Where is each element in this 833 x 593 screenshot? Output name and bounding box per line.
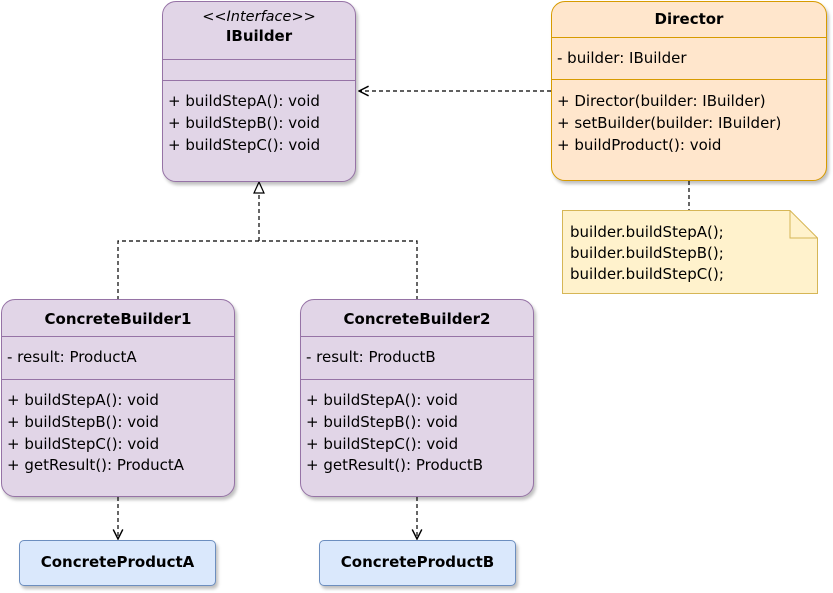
- builder1-realization-line: [117, 240, 259, 300]
- director-field: - builder: IBuilder: [557, 49, 687, 67]
- concrete-product-b[interactable]: ConcreteProductB: [319, 540, 516, 586]
- director-class[interactable]: Director - builder: IBuilder + Director(…: [551, 1, 827, 181]
- ibuilder-stereotype: <<Interface>>: [202, 9, 316, 25]
- director-name: Director: [654, 10, 724, 28]
- realization-triangle-icon: [253, 180, 265, 194]
- divider: [301, 336, 533, 337]
- note-line: builder.buildStepC();: [570, 265, 724, 283]
- divider: [2, 379, 234, 380]
- note-shape: [562, 210, 818, 294]
- ibuilder-header: <<Interface>> IBuilder: [163, 2, 355, 46]
- builder1-method: + getResult(): ProductA: [7, 456, 185, 474]
- divider: [2, 336, 234, 337]
- director-note[interactable]: builder.buildStepA(); builder.buildStepB…: [562, 210, 818, 294]
- divider: [552, 37, 826, 38]
- builder1-method: + buildStepC(): void: [7, 435, 160, 453]
- ibuilder-class[interactable]: <<Interface>> IBuilder + buildStepA(): v…: [162, 1, 356, 182]
- builder2-field: - result: ProductB: [306, 348, 436, 366]
- product-b-name: ConcreteProductB: [340, 553, 495, 571]
- builder2-name: ConcreteBuilder2: [343, 310, 491, 328]
- builder2-method: + getResult(): ProductB: [306, 456, 484, 474]
- divider: [163, 80, 355, 81]
- concrete-product-a[interactable]: ConcreteProductA: [19, 540, 216, 586]
- divider: [163, 59, 355, 60]
- builder2-method: + buildStepA(): void: [306, 391, 458, 409]
- director-method: + buildProduct(): void: [557, 136, 722, 154]
- ibuilder-method: + buildStepC(): void: [168, 136, 321, 154]
- director-method: + setBuilder(builder: IBuilder): [557, 114, 782, 132]
- note-line: builder.buildStepA();: [570, 223, 724, 241]
- concrete-builder2-class[interactable]: ConcreteBuilder2 - result: ProductB + bu…: [300, 299, 534, 497]
- product-a-name: ConcreteProductA: [40, 553, 195, 571]
- builder2-method: + buildStepC(): void: [306, 435, 459, 453]
- builder2-method: + buildStepB(): void: [306, 413, 458, 431]
- ibuilder-name: IBuilder: [225, 27, 293, 45]
- builder1-method: + buildStepB(): void: [7, 413, 159, 431]
- builder2-realization-line: [259, 240, 418, 300]
- builder1-name: ConcreteBuilder1: [44, 310, 192, 328]
- builder1-method: + buildStepA(): void: [7, 391, 159, 409]
- divider: [552, 79, 826, 80]
- concrete-builder1-class[interactable]: ConcreteBuilder1 - result: ProductA + bu…: [1, 299, 235, 497]
- note-line: builder.buildStepB();: [570, 244, 724, 262]
- ibuilder-method: + buildStepB(): void: [168, 114, 320, 132]
- director-method: + Director(builder: IBuilder): [557, 92, 766, 110]
- divider: [301, 379, 533, 380]
- ibuilder-method: + buildStepA(): void: [168, 92, 320, 110]
- builder1-field: - result: ProductA: [7, 348, 137, 366]
